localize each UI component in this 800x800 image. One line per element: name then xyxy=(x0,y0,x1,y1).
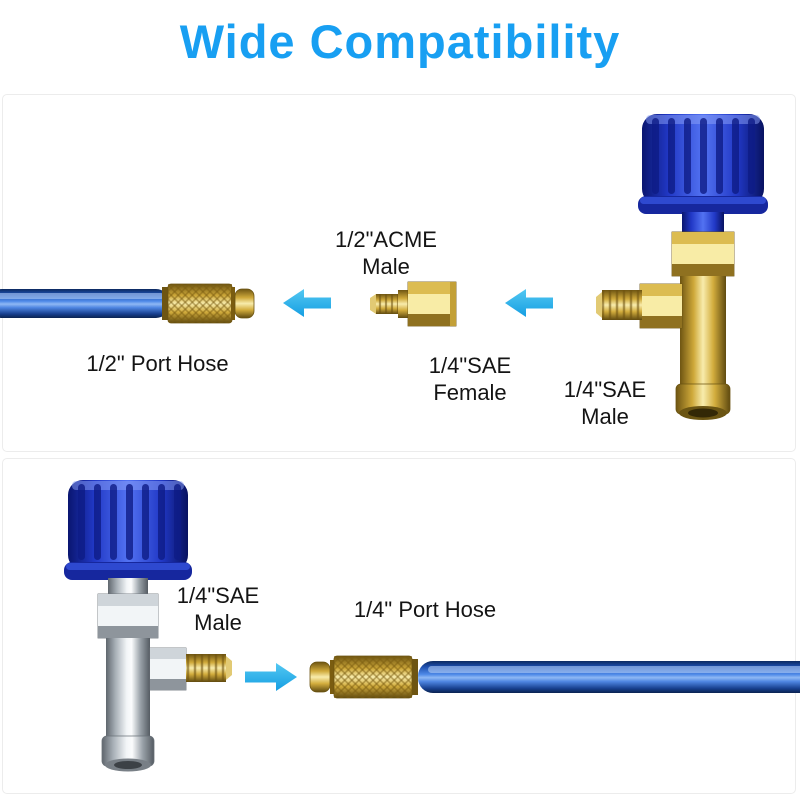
blue-hose xyxy=(418,661,800,693)
label-line: 1/4"SAE xyxy=(176,583,260,608)
valve-side-port-male-thread xyxy=(596,283,683,329)
label-line: 1/2"ACME xyxy=(335,227,437,252)
valve-chrome-body xyxy=(106,638,150,738)
valve-bottom-port xyxy=(101,735,155,772)
adapter-male-thread xyxy=(370,294,398,314)
quarter-inch-port-hose-image xyxy=(309,655,800,699)
label-quarter-port-hose: 1/4" Port Hose xyxy=(353,597,497,622)
label-sae-female: 1/4"SAE Female xyxy=(400,352,540,406)
label-line: 1/4"SAE xyxy=(563,377,647,402)
label-line: Male xyxy=(581,404,629,429)
adapter-hex-nut xyxy=(407,281,457,327)
valve-neck xyxy=(108,578,148,594)
arrow-left-icon xyxy=(283,289,331,317)
quarter-sae-chrome-valve-image xyxy=(64,480,232,772)
valve-blue-knob xyxy=(638,114,768,214)
valve-bottom-port xyxy=(675,383,731,420)
label-line: Male xyxy=(194,610,242,635)
arrow-left-icon xyxy=(505,289,553,317)
acme-adapter-image xyxy=(370,281,457,327)
blue-hose xyxy=(0,289,170,318)
label-sae-male-bottom: 1/4"SAE Male xyxy=(148,582,288,636)
arrow-right-icon xyxy=(245,663,297,691)
quarter-sae-gold-valve-image xyxy=(596,114,768,420)
valve-gold-body xyxy=(680,276,726,384)
adapter-collar xyxy=(398,290,408,318)
label-acme-male: 1/2"ACME Male xyxy=(316,226,456,280)
brass-knurled-fitting xyxy=(309,655,418,699)
valve-gold-hex xyxy=(671,231,735,277)
valve-blue-knob xyxy=(64,480,192,580)
label-sae-male-top: 1/4"SAE Male xyxy=(535,376,675,430)
valve-chrome-hex xyxy=(97,593,159,639)
label-line: 1/4"SAE xyxy=(428,353,512,378)
valve-side-port-male-thread xyxy=(149,647,232,691)
page-title: Wide Compatibility xyxy=(179,15,621,68)
label-line: Male xyxy=(362,254,410,279)
brass-knurled-fitting xyxy=(162,283,255,324)
label-line: Female xyxy=(433,380,507,405)
half-inch-port-hose-image xyxy=(0,283,255,324)
valve-neck xyxy=(682,212,724,232)
label-half-port-hose: 1/2" Port Hose xyxy=(86,351,229,376)
